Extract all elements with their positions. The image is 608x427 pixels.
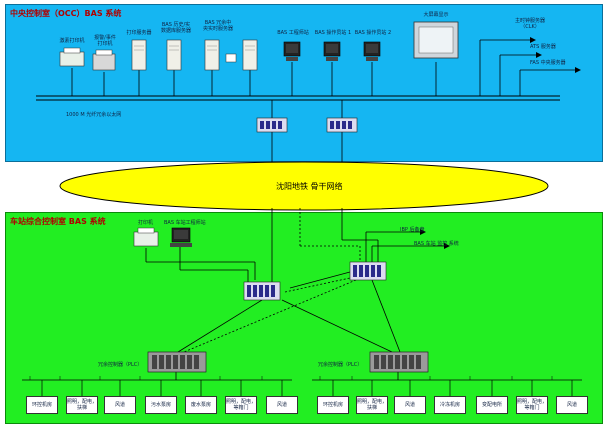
operator-ws1-label: BAS 操作员站 1 bbox=[314, 30, 352, 36]
endpoint-box: 废水泵房 bbox=[185, 396, 217, 414]
endpoint-box: 风道 bbox=[394, 396, 426, 414]
printer-icon bbox=[92, 49, 116, 71]
ats-server-label: ATS 服务器 bbox=[530, 44, 556, 50]
occ-title: 中央控制室（OCC）BAS 系统 bbox=[10, 9, 122, 18]
monitor-icon bbox=[283, 41, 301, 61]
redundant-server-label: BAS 冗余中央实时服务器 bbox=[202, 20, 233, 32]
station-zone bbox=[5, 212, 603, 424]
backbone-label: 沈阳地铁 骨干网络 bbox=[276, 182, 343, 191]
pa-label: BAS 车站 监控 系统 bbox=[414, 241, 459, 247]
ibp-label: IBP 后备盘 bbox=[400, 227, 425, 233]
station-printer-label: 打印机 bbox=[138, 220, 154, 226]
laser-printer-label: 激素打印机 bbox=[59, 38, 85, 44]
endpoint-box: 冷冻机房 bbox=[434, 396, 466, 414]
plc-left-label: 冗余控制器（PLC） bbox=[98, 362, 143, 368]
engineering-ws-label: BAS 工程师站 bbox=[277, 30, 309, 36]
printer-icon bbox=[59, 47, 85, 67]
endpoint-box: 环控机房 bbox=[317, 396, 349, 414]
monitor-icon bbox=[363, 41, 381, 61]
endpoint-box: 风道 bbox=[266, 396, 298, 414]
endpoint-box: 照明，配电，扶梯 bbox=[66, 396, 98, 414]
monitor-icon bbox=[323, 41, 341, 61]
clock-server-label: 主时钟服务器（CLK） bbox=[514, 18, 545, 30]
fas-server-label: FAS 中央服务器 bbox=[530, 60, 566, 66]
operator-ws2-label: BAS 操作员站 2 bbox=[354, 30, 392, 36]
big-screen-label: 大屏幕显示 bbox=[423, 12, 449, 18]
endpoint-box: 环控机房 bbox=[26, 396, 58, 414]
endpoint-box: 照明，配电，等箱门 bbox=[516, 396, 548, 414]
occ-zone bbox=[5, 4, 603, 162]
lan-label: 1000 M 光纤冗余以太网 bbox=[66, 112, 122, 118]
server-icon bbox=[131, 39, 258, 71]
print-server-label: 打印服务器 bbox=[126, 30, 152, 36]
endpoint-box: 变配电所 bbox=[476, 396, 508, 414]
endpoint-box: 照明，配电，等箱门 bbox=[225, 396, 257, 414]
alarm-printer-label: 报警/事件打印机 bbox=[94, 35, 116, 47]
endpoint-box: 风道 bbox=[104, 396, 136, 414]
plc-right-label: 冗余控制器（PLC） bbox=[318, 362, 363, 368]
station-title: 车站综合控制室 BAS 系统 bbox=[10, 217, 106, 226]
station-ws-label: BAS 车站工程师站 bbox=[164, 220, 206, 226]
endpoint-box: 风道 bbox=[556, 396, 588, 414]
endpoint-box: 照明，配电，扶梯 bbox=[356, 396, 388, 414]
endpoint-box: 污水泵房 bbox=[145, 396, 177, 414]
history-server-label: BAS 历史/实数据库服务器 bbox=[160, 22, 191, 34]
